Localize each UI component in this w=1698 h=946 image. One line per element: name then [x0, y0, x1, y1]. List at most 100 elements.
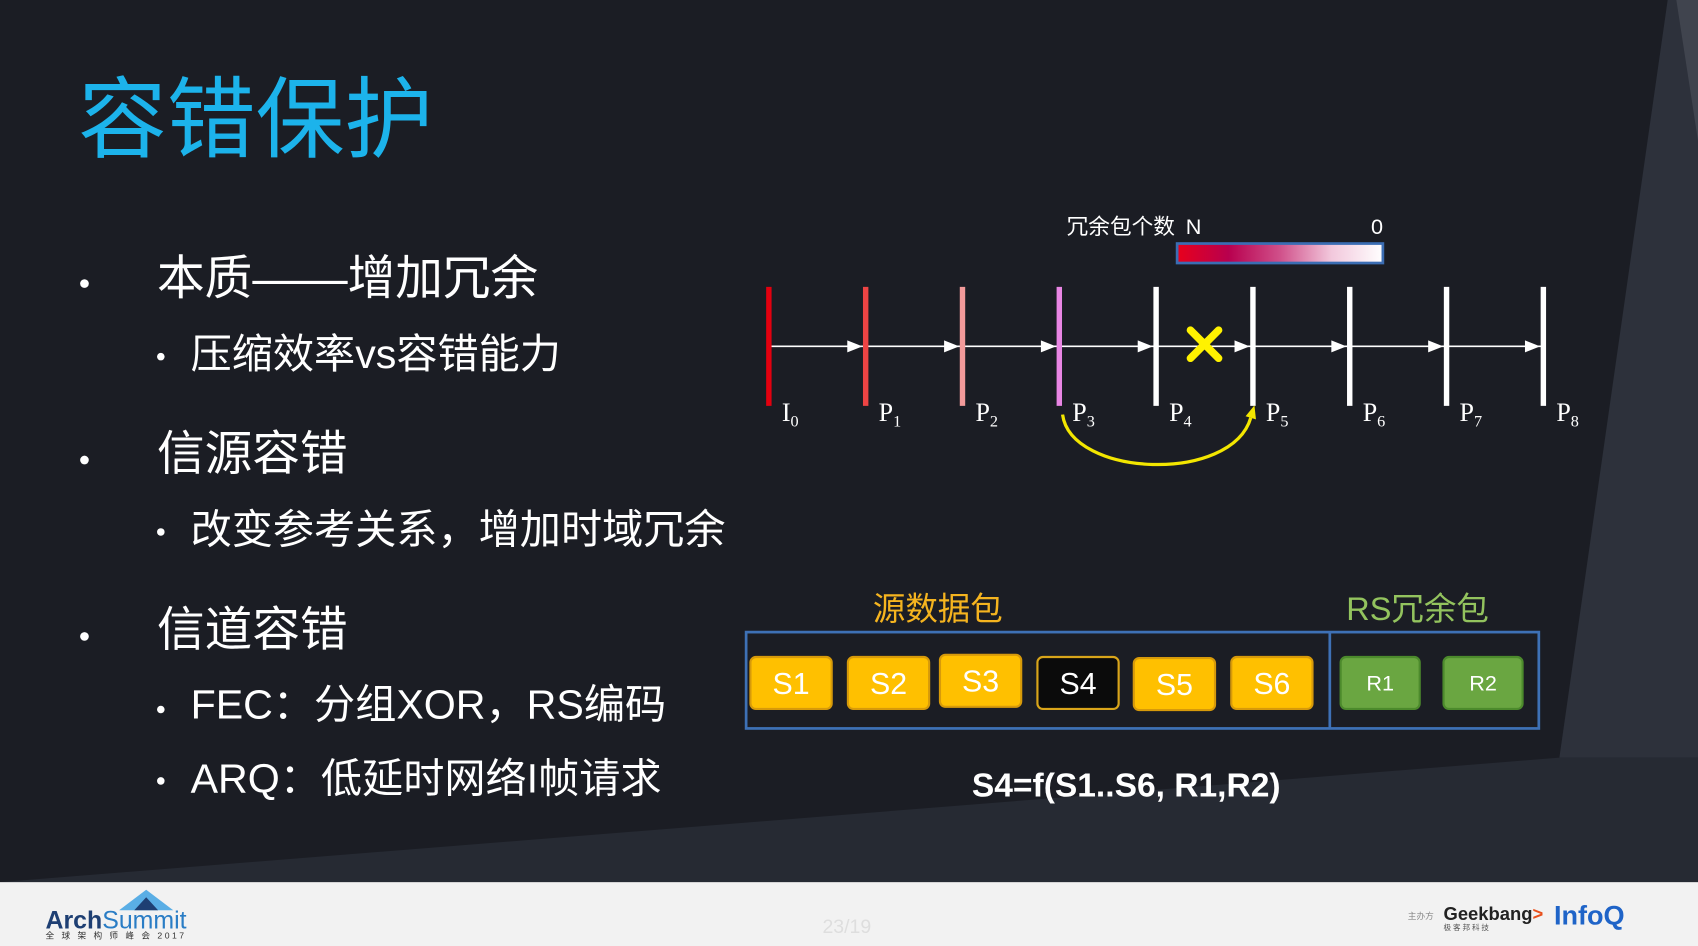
frame-label-p3: P3 [1072, 398, 1095, 430]
sub-bullet-dot [157, 777, 165, 785]
legend-min-label: 0 [1371, 214, 1383, 239]
packet-label: R2 [1469, 671, 1497, 696]
arrowhead-to-p7 [1428, 340, 1444, 353]
bullet-essence: 本质——增加冗余 [157, 252, 539, 306]
source-packet-s5: S5 [1132, 657, 1217, 712]
frame-label-p8: P8 [1556, 398, 1579, 430]
packet-label: S6 [1253, 668, 1290, 701]
page-number: 23/19 [822, 916, 871, 938]
packet-label: S1 [773, 668, 810, 701]
packet-label: S3 [962, 666, 999, 699]
redundant-packet-r2: R2 [1442, 655, 1524, 711]
packet-box [1132, 657, 1217, 712]
infoq-logo: InfoQ [1554, 900, 1625, 930]
frame-label-p6: P6 [1363, 398, 1386, 430]
bullet-source-fec: 信源容错 [157, 427, 348, 481]
redundant-packets-label: RS冗余包 [1346, 591, 1489, 627]
footer-bar [0, 882, 1698, 946]
arrowhead-to-p4 [1137, 340, 1153, 353]
source-packet-s6: S6 [1230, 655, 1314, 711]
frame-subscript: 2 [990, 412, 998, 430]
background-band [0, 757, 1698, 883]
frame-subscript: 0 [791, 412, 799, 430]
packet-label: S4 [1060, 668, 1097, 701]
frame-letter: P [1072, 398, 1086, 427]
packet-box [1036, 655, 1120, 711]
frame-label-p2: P2 [975, 398, 998, 430]
bullet-dot [80, 279, 89, 288]
packet-box [938, 653, 1023, 708]
packet-label: S5 [1156, 669, 1193, 702]
logo-arch: Arch [45, 907, 102, 935]
frame-subscript: 8 [1571, 412, 1579, 430]
packet-box [749, 655, 833, 711]
recovery-formula: S4=f(S1..S6, R1,R2) [972, 768, 1281, 805]
frame-label-p4: P4 [1169, 398, 1192, 430]
frame-label-p5: P5 [1266, 398, 1289, 430]
sub-bullet-dot [157, 352, 165, 361]
frame-subscript: 3 [1087, 412, 1095, 430]
frame-label-i0: I0 [782, 398, 799, 430]
source-packet-s2: S2 [846, 655, 931, 711]
packet-box [1339, 655, 1421, 711]
packet-label: R1 [1366, 671, 1394, 696]
frame-label-p7: P7 [1460, 398, 1483, 430]
packet-box [846, 655, 931, 711]
arrowhead-to-p2 [944, 340, 960, 353]
logo-text: ArchSummit [45, 907, 186, 935]
geekbang-logo: Geekbang> 极客邦科技 [1444, 903, 1544, 932]
frame-subscript: 6 [1377, 412, 1385, 430]
arrowhead-to-p6 [1331, 340, 1347, 353]
source-packet-s3: S3 [938, 653, 1023, 708]
source-packets-label: 源数据包 [873, 591, 1003, 627]
packet-group-frame [744, 630, 1541, 730]
x-icon-stroke [1186, 326, 1223, 363]
background-panel [1559, 0, 1698, 758]
mountain-icon [119, 889, 174, 911]
logo-summit: Summit [102, 907, 186, 935]
background-accent [1676, 0, 1698, 141]
x-icon [1186, 326, 1223, 363]
mountain-icon-peak [134, 897, 159, 911]
arrowhead-to-p8 [1524, 340, 1541, 353]
frame-subscript: 5 [1280, 412, 1288, 430]
frame-letter: P [879, 398, 893, 427]
frame-letter: P [1169, 398, 1183, 427]
frame-letter: I [782, 398, 791, 427]
packet-box [1442, 655, 1524, 711]
packet-box [1230, 655, 1314, 711]
sub-bullet-arq: ARQ：低延时网络I帧请求 [190, 756, 662, 803]
sub-bullet-reference: 改变参考关系，增加时域冗余 [190, 507, 726, 554]
geekbang-text: Geekbang> [1444, 903, 1544, 924]
sub-bullet-dot [157, 705, 165, 714]
bullet-channel-fec: 信道容错 [157, 603, 348, 658]
fec-diagram: 源数据包 RS冗余包 S1 S2 S3 S4 S5 [744, 591, 1541, 805]
sub-bullet-fec: FEC：分组XOR，RS编码 [190, 682, 667, 729]
frame-letter: P [1363, 398, 1377, 427]
frame-subscript: 7 [1474, 412, 1482, 430]
bullet-dot [80, 632, 89, 641]
frame-letter: P [1556, 398, 1570, 427]
slide-title: 容错保护 [77, 71, 434, 170]
geekbang-name: Geekbang [1444, 903, 1533, 924]
geekbang-mark: > [1532, 903, 1543, 924]
sub-bullet-tradeoff: 压缩效率vs容错能力 [190, 332, 561, 378]
frame-letter: P [1266, 398, 1280, 427]
source-packet-s1: S1 [749, 655, 833, 711]
frame-label-p1: P1 [879, 398, 902, 430]
geekbang-cn: 极客邦科技 [1444, 922, 1490, 932]
arrowhead-to-p3 [1040, 340, 1057, 353]
reference-arrowhead [1245, 405, 1256, 420]
legend-gradient-bar [1175, 242, 1385, 265]
organizer-label: 主办方 [1408, 910, 1434, 921]
redundant-packet-r1: R1 [1339, 655, 1421, 711]
bullet-dot [80, 455, 89, 465]
frame-subscript: 4 [1184, 412, 1192, 430]
source-packet-s4: S4 [1036, 655, 1120, 711]
logo-subtitle: 全 球 架 构 师 峰 会 2017 [45, 929, 184, 940]
arrowhead-to-p1 [847, 340, 863, 353]
arrowhead-to-p5 [1234, 340, 1250, 353]
